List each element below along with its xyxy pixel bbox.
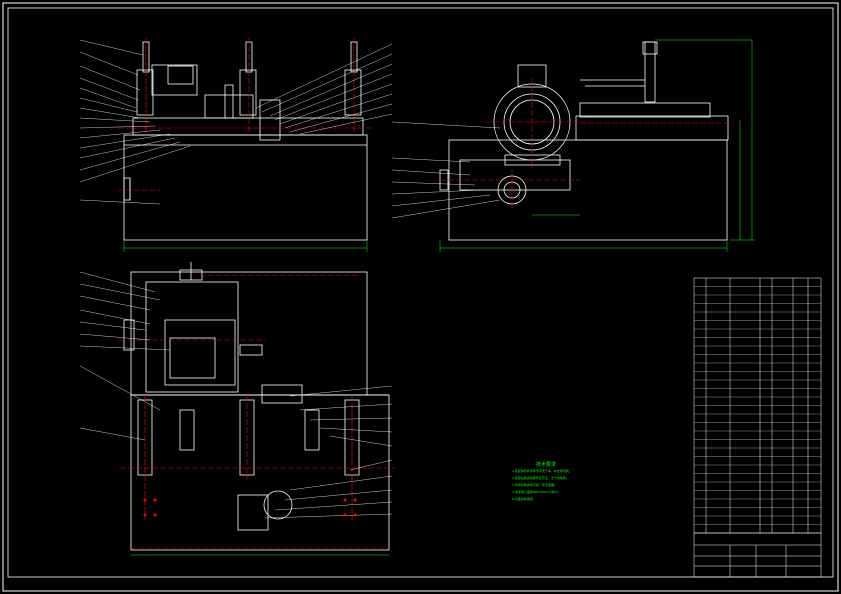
title-block	[693, 532, 822, 578]
top-view-leaders	[79, 271, 393, 519]
side-view-leaders	[391, 121, 501, 219]
top-view-bolt-marks	[143, 498, 357, 517]
top-view	[123, 262, 390, 551]
front-view-centerlines	[118, 38, 372, 191]
technical-requirement-line: 1.装配前所有零件须清洗干净，并去除毛刺。	[512, 469, 572, 473]
technical-requirement-line: 5.表面涂防锈漆。	[512, 497, 536, 501]
side-view-centerlines	[440, 78, 730, 210]
technical-requirements-heading: 技术要求	[536, 462, 557, 468]
parts-list-rows	[694, 286, 821, 525]
side-view-dimensions	[439, 39, 755, 252]
top-view-centerlines	[120, 274, 395, 549]
technical-requirement-line: 4.未注明公差按GB/T1804-m执行。	[512, 490, 561, 494]
inner-border	[7, 7, 834, 578]
front-view-dimensions	[123, 240, 368, 252]
technical-requirement-line: 2.装配后各运动部件应灵活，无卡滞现象。	[512, 476, 569, 480]
technical-requirement-line: 3.夹紧机构夹紧可靠，定位准确。	[512, 483, 557, 487]
front-view-leaders	[79, 39, 393, 205]
